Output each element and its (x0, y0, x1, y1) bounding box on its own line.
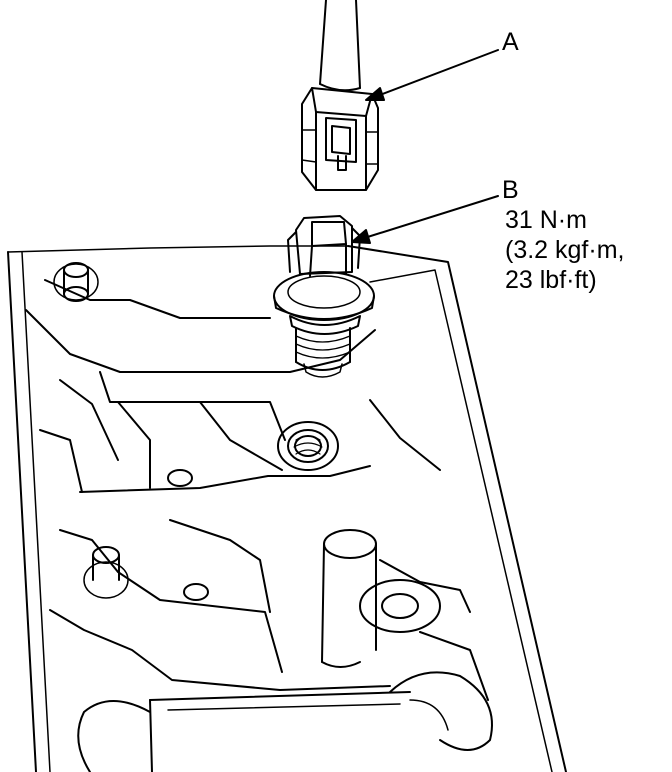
connector-a (301, 0, 379, 191)
arrow-b-head (351, 229, 371, 244)
arrow-a-leader (371, 49, 499, 99)
torque-spec-lbf: 23 lbf·ft) (505, 266, 597, 294)
torque-spec-kgf: (3.2 kgf·m, (505, 236, 625, 264)
callout-label-a: A (502, 28, 519, 56)
arrow-a-head (365, 87, 385, 101)
housing-casting (7, 245, 567, 772)
casting-bosses (53, 262, 493, 772)
callout-arrows (351, 49, 499, 244)
callout-label-b: B (502, 176, 519, 204)
arrow-b-leader (357, 195, 499, 241)
oil-pressure-sensor-b (273, 215, 375, 378)
torque-spec-nm: 31 N·m (505, 206, 587, 234)
